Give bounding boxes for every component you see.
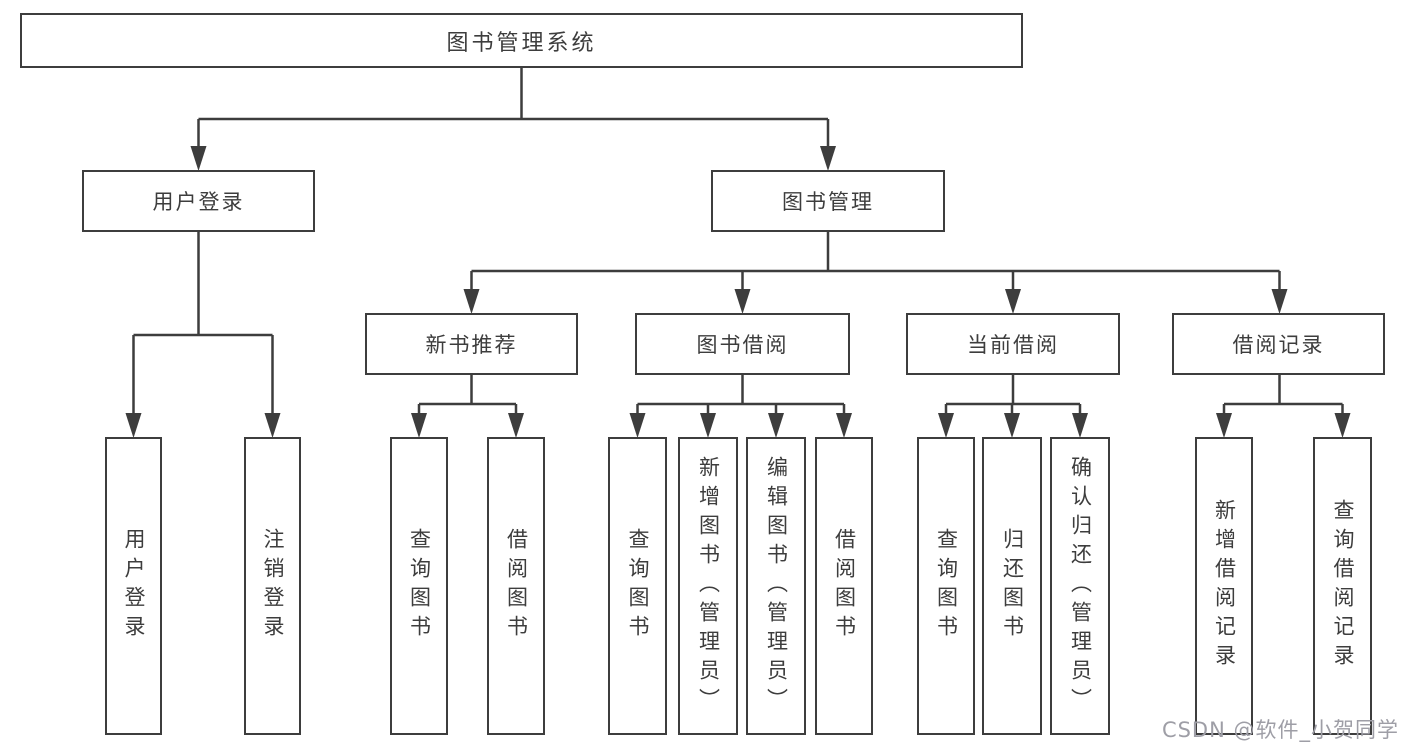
leaf-label: 查询图书 xyxy=(934,528,959,644)
leaf-label: 借阅图书 xyxy=(832,528,857,644)
leaf-label: 注销登录 xyxy=(261,528,285,644)
node-leaf-borrow-books-recommend: 借阅图书 xyxy=(487,437,545,735)
node-root: 图书管理系统 xyxy=(20,13,1023,68)
watermark: CSDN @软件_小贺同学 xyxy=(1161,718,1399,742)
leaf-label: 归还图书 xyxy=(1000,528,1025,644)
node-leaf-query-borrow-record: 查询借阅记录 xyxy=(1313,437,1372,735)
node-book-borrow: 图书借阅 xyxy=(635,313,850,375)
node-borrow-records: 借阅记录 xyxy=(1172,313,1385,375)
leaf-label: 查询借阅记录 xyxy=(1331,499,1355,673)
node-leaf-query-books-current: 查询图书 xyxy=(917,437,975,735)
node-leaf-logout: 注销登录 xyxy=(244,437,301,735)
node-leaf-query-books-recommend: 查询图书 xyxy=(390,437,448,735)
node-leaf-return-books: 归还图书 xyxy=(982,437,1042,735)
leaf-label: 确认归还（管理员） xyxy=(1068,455,1093,717)
leaf-label: 编辑图书（管理员） xyxy=(764,455,789,717)
node-current-borrow: 当前借阅 xyxy=(906,313,1120,375)
node-new-book-recommend: 新书推荐 xyxy=(365,313,578,375)
node-leaf-borrow-books: 借阅图书 xyxy=(815,437,873,735)
node-leaf-add-books-admin: 新增图书（管理员） xyxy=(678,437,738,735)
node-leaf-edit-books-admin: 编辑图书（管理员） xyxy=(746,437,806,735)
node-leaf-user-login: 用户登录 xyxy=(105,437,162,735)
node-leaf-add-borrow-record: 新增借阅记录 xyxy=(1195,437,1253,735)
node-leaf-query-books-borrow: 查询图书 xyxy=(608,437,667,735)
leaf-label: 查询图书 xyxy=(626,528,650,644)
node-book-management: 图书管理 xyxy=(711,170,945,232)
leaf-label: 新增借阅记录 xyxy=(1212,499,1237,673)
leaf-label: 借阅图书 xyxy=(504,528,529,644)
leaf-label: 新增图书（管理员） xyxy=(696,455,721,717)
node-leaf-confirm-return-admin: 确认归还（管理员） xyxy=(1050,437,1110,735)
leaf-label: 查询图书 xyxy=(407,528,432,644)
leaf-label: 用户登录 xyxy=(122,528,146,644)
node-user-login: 用户登录 xyxy=(82,170,315,232)
